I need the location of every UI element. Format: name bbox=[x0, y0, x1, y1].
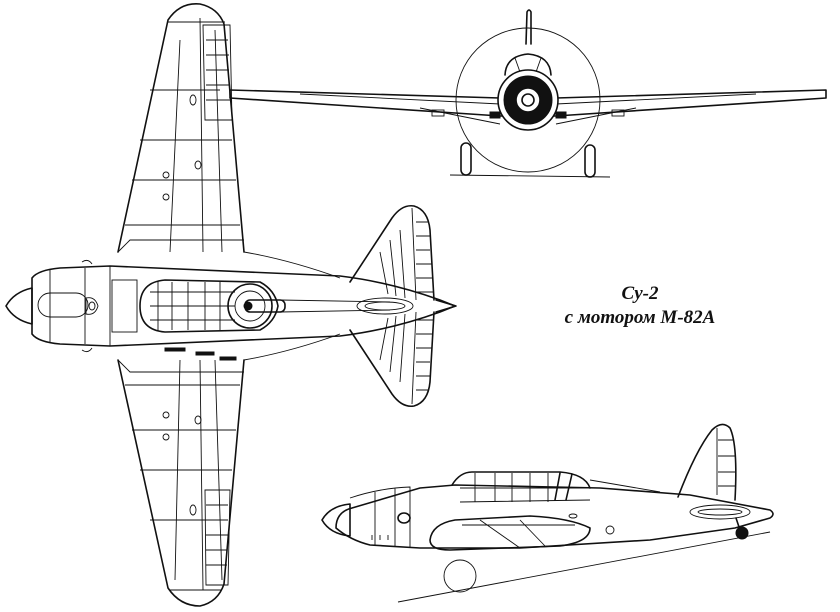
caption-subtitle: с мотором М-82А bbox=[564, 307, 716, 328]
caption-title: Су-2 bbox=[621, 283, 659, 304]
top-view bbox=[5, 3, 457, 607]
front-view bbox=[229, 9, 827, 178]
drawing-caption: Су-2 с мотором М-82А bbox=[540, 282, 740, 330]
side-view bbox=[321, 423, 774, 603]
